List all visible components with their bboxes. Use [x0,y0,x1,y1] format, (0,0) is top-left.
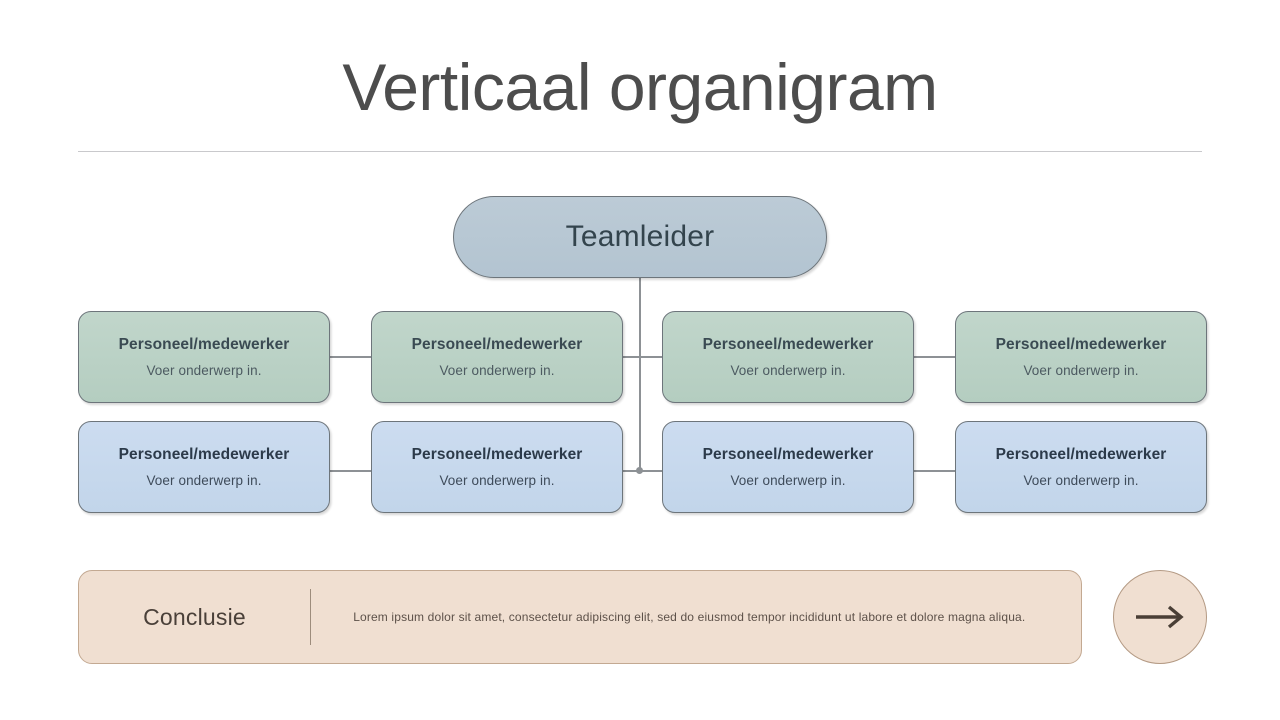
org-node-teamleider[interactable]: Teamleider [453,196,827,278]
arrow-right-icon [1133,604,1187,630]
conclusion-divider [310,589,312,645]
org-node-green-2-title: Personeel/medewerker [411,336,583,353]
connector-green-trunk-3 [639,356,663,358]
connector-trunk-vertical [639,278,641,471]
next-button[interactable] [1113,570,1207,664]
org-node-green-3[interactable]: Personeel/medewerker Voer onderwerp in. [662,311,914,403]
org-node-green-1-subtitle: Voer onderwerp in. [146,363,262,378]
org-node-blue-3-title: Personeel/medewerker [702,446,874,463]
org-node-green-3-title: Personeel/medewerker [702,336,874,353]
connector-green-1-2 [329,356,372,358]
org-node-blue-4-subtitle: Voer onderwerp in. [1023,473,1139,488]
org-node-green-1-title: Personeel/medewerker [118,336,290,353]
org-node-green-3-subtitle: Voer onderwerp in. [730,363,846,378]
connector-blue-trunk-3 [639,470,663,472]
conclusion-heading: Conclusie [143,603,246,630]
connector-green-2-trunk [620,356,640,358]
connector-blue-3-4 [914,470,957,472]
connector-green-3-4 [914,356,957,358]
org-node-green-2-subtitle: Voer onderwerp in. [439,363,555,378]
connector-blue-1-2 [329,470,372,472]
title-divider [78,151,1202,152]
conclusion-bar: Conclusie Lorem ipsum dolor sit amet, co… [78,570,1082,664]
org-node-blue-4[interactable]: Personeel/medewerker Voer onderwerp in. [955,421,1207,513]
org-node-blue-1-subtitle: Voer onderwerp in. [146,473,262,488]
org-node-blue-1-title: Personeel/medewerker [118,446,290,463]
org-node-teamleider-label: Teamleider [565,220,715,253]
org-node-green-1[interactable]: Personeel/medewerker Voer onderwerp in. [78,311,330,403]
org-node-blue-3-subtitle: Voer onderwerp in. [730,473,846,488]
org-node-green-2[interactable]: Personeel/medewerker Voer onderwerp in. [371,311,623,403]
org-node-green-4[interactable]: Personeel/medewerker Voer onderwerp in. [955,311,1207,403]
org-node-blue-2-subtitle: Voer onderwerp in. [439,473,555,488]
org-node-blue-3[interactable]: Personeel/medewerker Voer onderwerp in. [662,421,914,513]
conclusion-body-text: Lorem ipsum dolor sit amet, consectetur … [353,610,1026,624]
org-node-blue-2[interactable]: Personeel/medewerker Voer onderwerp in. [371,421,623,513]
page-title: Verticaal organigram [342,50,938,124]
connector-blue-2-trunk [620,470,640,472]
org-node-green-4-title: Personeel/medewerker [995,336,1167,353]
org-node-blue-2-title: Personeel/medewerker [411,446,583,463]
org-node-blue-1[interactable]: Personeel/medewerker Voer onderwerp in. [78,421,330,513]
org-node-blue-4-title: Personeel/medewerker [995,446,1167,463]
org-node-green-4-subtitle: Voer onderwerp in. [1023,363,1139,378]
